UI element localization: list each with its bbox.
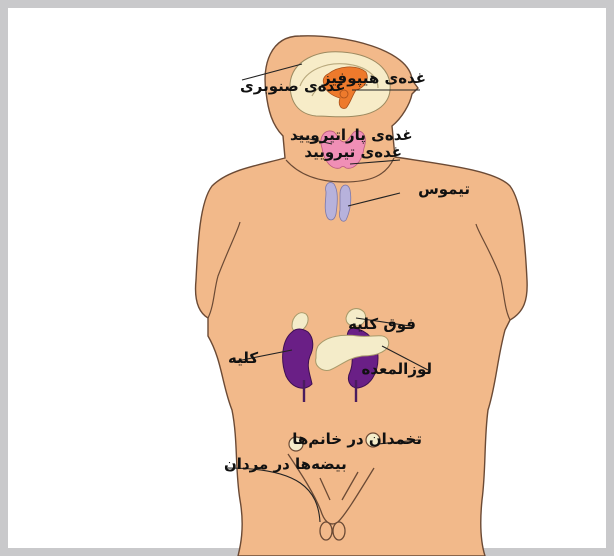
label-thymus: تیموس [418, 180, 470, 198]
label-thyroid: غده‌ی تیرویید [304, 143, 402, 161]
label-ovaries: تخمدان در خانم‌ها [292, 430, 422, 448]
label-pancreas: لوزالمعده [362, 360, 433, 378]
label-adrenal: فوق کلیه [348, 315, 416, 333]
testis-left [320, 522, 332, 540]
thymus-gland [325, 182, 337, 220]
label-pituitary: غده‌ی هیپوفیز [321, 69, 426, 88]
label-kidney: کلیه [228, 349, 258, 367]
testis-right [333, 522, 345, 540]
label-testes: بیضه‌ها در مردان [224, 455, 347, 473]
